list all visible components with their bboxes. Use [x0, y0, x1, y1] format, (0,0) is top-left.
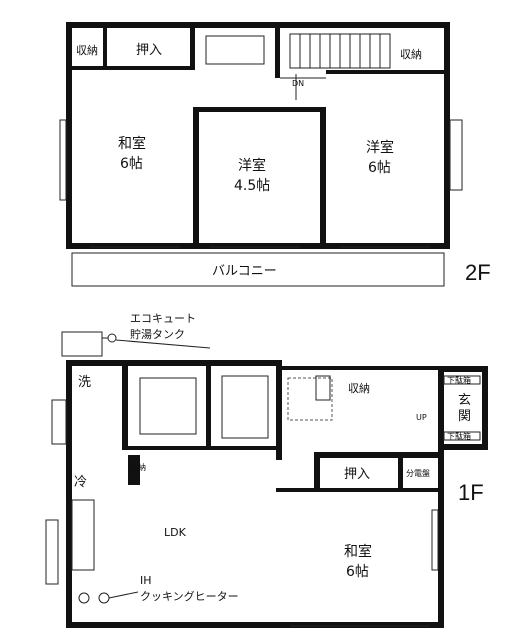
wall-1f-top-mid — [122, 360, 282, 366]
label-shoebox-bottom: 下駄箱 — [447, 431, 471, 441]
label-yoshitsu-a: 洋室 — [238, 157, 266, 174]
floor-label-1f: 1F — [458, 480, 484, 505]
label-ih-2: クッキングヒーター — [140, 589, 239, 603]
wall-1f-bath-divider — [206, 366, 211, 448]
label-genkan-2: 関 — [458, 409, 471, 424]
label-closet-left: 収納 — [76, 44, 98, 57]
label-genkan-1: 玄 — [458, 393, 471, 408]
ecocute-tank — [61, 331, 103, 357]
wall-2f-oshiire-bottom — [72, 66, 194, 70]
wall-1f-oshiire-east — [398, 452, 403, 492]
wall-1f-wash-east — [122, 360, 128, 450]
wall-2f-yoshitsu-divider — [320, 110, 326, 249]
label-balcony: バルコニー — [212, 264, 277, 279]
window-1f-wash — [51, 399, 67, 445]
window-1f-ldk-west — [45, 519, 59, 585]
ecocute-valve — [107, 333, 117, 343]
wall-1f-storage-small — [128, 455, 140, 485]
bathtub — [139, 377, 197, 435]
window-1f-east — [431, 509, 439, 571]
genkan-shoe-bottom — [443, 431, 481, 441]
label-ecocute-2: 貯湯タンク — [130, 328, 185, 341]
label-closet-right: 収納 — [400, 48, 422, 61]
label-up: UP — [416, 413, 427, 422]
wall-2f-right — [444, 22, 450, 249]
wall-1f-left — [66, 360, 72, 628]
stair-1f-rail — [315, 375, 331, 401]
wall-1f-oshiire-west — [314, 452, 320, 492]
wall-1f-genkan-bottom — [442, 444, 488, 450]
label-ldk: LDK — [164, 526, 187, 539]
label-storage-small: 収納 — [130, 462, 146, 472]
wall-1f-oshiire-top — [314, 452, 444, 458]
wall-2f-left — [66, 22, 72, 249]
wall-2f-yoshitsu-top — [193, 107, 326, 112]
stair-1f-lower — [287, 377, 333, 421]
label-dist-board: 分電盤 — [406, 468, 430, 478]
label-ecocute-1: エコキュート — [130, 312, 196, 325]
wall-2f-washitsu-east — [193, 110, 199, 249]
label-oshiire-2f: 押入 — [136, 43, 162, 58]
label-yoshitsu-a-size: 4.5帖 — [234, 178, 270, 194]
label-oshiire-1f: 押入 — [344, 467, 370, 482]
label-wash: 洗 — [78, 375, 91, 390]
ih-burner-2 — [98, 592, 110, 604]
kitchen-counter — [71, 499, 95, 571]
label-yoshitsu-b: 洋室 — [366, 139, 394, 156]
genkan-shoe-top — [443, 375, 481, 385]
floor-2f: 収納 押入 DN 収納 和室 6帖 洋室 4.5帖 洋室 6帖 バルコニー 2F — [59, 22, 491, 287]
label-washitsu-2f-size: 6帖 — [120, 156, 143, 172]
label-washitsu-2f: 和室 — [118, 135, 146, 152]
label-washitsu-1f: 和室 — [344, 543, 372, 560]
label-closet-1f: 収納 — [348, 382, 370, 395]
stairs-2f — [280, 33, 391, 100]
wall-2f-hall-east — [275, 28, 280, 78]
balcony-2f — [71, 252, 445, 287]
floor-1f: エコキュート 貯湯タンク 洗 冷 収納 収納 UP 玄 関 下駄箱 下駄箱 押入… — [45, 312, 488, 628]
wall-2f-hall-west — [190, 28, 195, 70]
label-yoshitsu-b-size: 6帖 — [368, 160, 391, 176]
wall-1f-top-left — [66, 360, 128, 366]
label-shoebox-top: 下駄箱 — [447, 375, 471, 385]
wall-1f-bath-bottom — [122, 446, 282, 450]
wall-1f-top-right — [282, 366, 442, 370]
wall-1f-right — [438, 366, 444, 628]
wall-2f-closet-right-bottom — [326, 70, 444, 74]
label-fridge: 冷 — [74, 475, 87, 490]
wall-1f-stair-west — [276, 360, 282, 460]
ecocute-pipe — [115, 339, 211, 349]
wall-1f-bottom — [66, 622, 444, 628]
wall-1f-genkan-top — [442, 366, 488, 372]
ih-burner-1 — [78, 592, 90, 604]
label-washitsu-1f-size: 6帖 — [346, 564, 369, 580]
wall-1f-genkan-east — [482, 366, 488, 450]
label-dn: DN — [292, 79, 304, 88]
wall-2f-top — [66, 22, 450, 28]
toilet-room — [221, 375, 269, 439]
floor-label-2f: 2F — [465, 260, 491, 285]
wall-2f-closet-divider — [103, 28, 107, 68]
hall-2f-fixture — [205, 35, 265, 65]
window-2f-east — [449, 119, 463, 191]
wall-2f-bottom — [66, 243, 450, 249]
label-ih-1: IH — [140, 574, 152, 587]
window-2f-west — [59, 119, 67, 201]
ih-pointer — [108, 591, 139, 599]
wall-1f-washitsu-top — [276, 488, 444, 492]
